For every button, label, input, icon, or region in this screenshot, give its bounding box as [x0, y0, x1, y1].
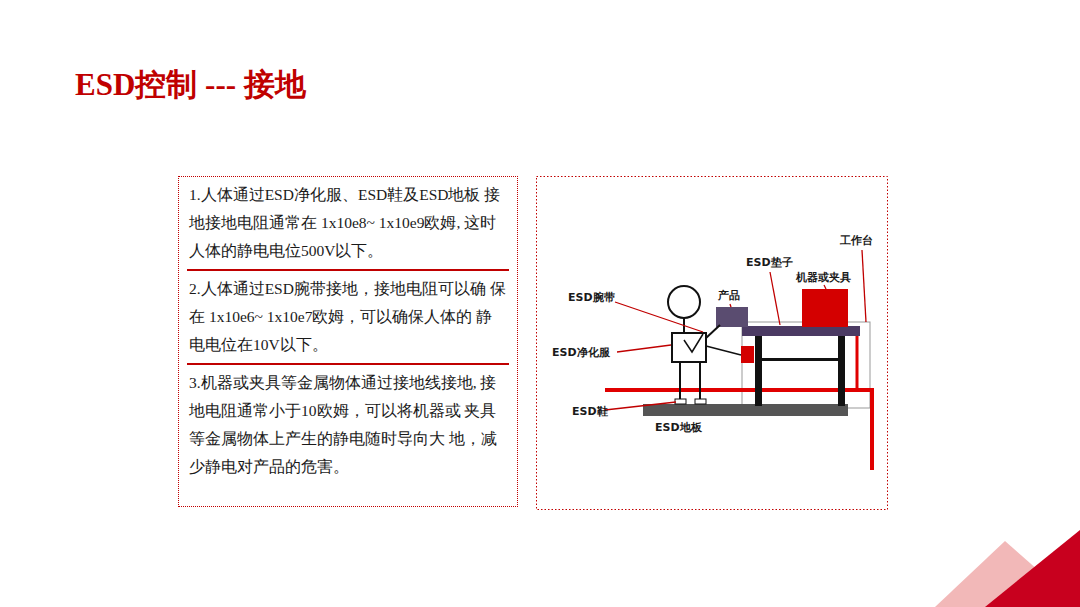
person-leg	[699, 362, 701, 400]
leader-line	[824, 285, 826, 289]
person-head	[668, 286, 700, 318]
leader-line	[730, 304, 731, 307]
ground-wire-table	[856, 332, 859, 390]
part-label: ESD鞋	[572, 405, 608, 418]
corner-decoration	[985, 530, 1080, 607]
table-leg	[755, 336, 762, 406]
part-label: 机器或夹具	[796, 271, 851, 284]
esd-garment	[672, 333, 706, 362]
illustration-frame	[537, 177, 888, 510]
slide-title: ESD控制 --- 接地	[75, 64, 306, 106]
part-label: ESD垫子	[746, 256, 793, 269]
table-crossbar	[755, 358, 845, 361]
leader-line	[862, 250, 866, 322]
leader-line	[770, 272, 780, 325]
product	[716, 307, 748, 327]
part-label: ESD净化服	[552, 346, 610, 359]
garment-collar	[684, 334, 703, 352]
person-arm	[706, 325, 720, 338]
worktable-outline	[742, 322, 870, 408]
machine-fixture	[802, 289, 848, 327]
esd-floor	[643, 404, 848, 416]
part-label: 产品	[718, 289, 740, 302]
leader-line	[617, 345, 671, 352]
part-label: 工作台	[840, 234, 873, 247]
wrist-strap-cord	[706, 346, 741, 355]
table-leg	[838, 336, 845, 406]
part-label: ESD地板	[655, 421, 702, 434]
leader-line	[605, 402, 676, 410]
text-panel: 1.人体通过ESD净化服、ESD鞋及ESD地板 接地接地电阻通常在 1x10e8…	[178, 176, 518, 507]
esd-shoe	[675, 399, 686, 404]
person-leg	[679, 362, 681, 400]
leader-line	[615, 302, 703, 332]
paragraph: 2.人体通过ESD腕带接地，接地电阻可以确 保在 1x10e6~ 1x10e7欧…	[187, 275, 509, 365]
part-label: ESD腕带	[568, 291, 615, 304]
esd-shoe	[695, 399, 706, 404]
wrist-ground-point	[741, 346, 754, 363]
paragraph: 1.人体通过ESD净化服、ESD鞋及ESD地板 接地接地电阻通常在 1x10e8…	[187, 181, 509, 271]
paragraph: 3.机器或夹具等金属物体通过接地线接地, 接地电阻通常小于10欧姆，可以将机器或…	[187, 369, 509, 485]
esd-mat	[742, 326, 860, 336]
ground-wire	[605, 390, 872, 470]
